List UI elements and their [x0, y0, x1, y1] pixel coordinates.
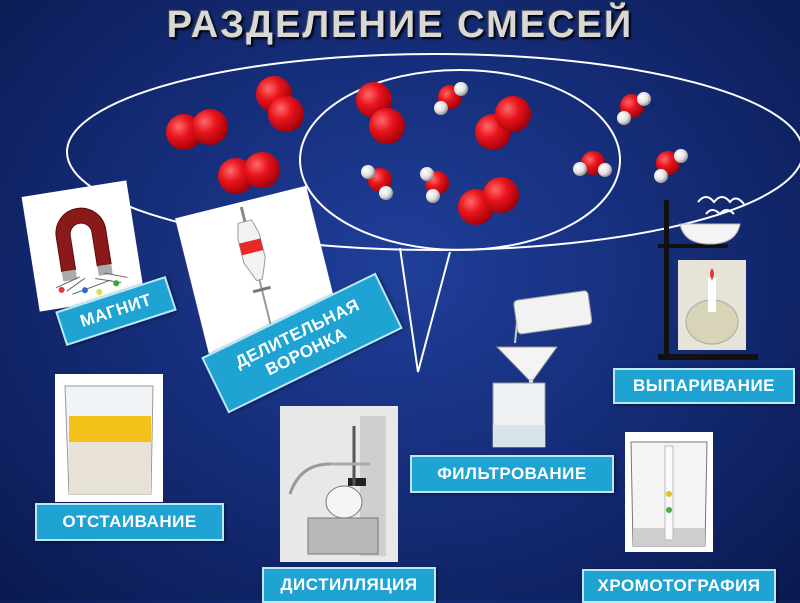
filtration-label: ФИЛЬТРОВАНИЕ: [410, 455, 614, 493]
filtration-icon: [492, 290, 593, 448]
chromatography-icon: [630, 441, 708, 547]
page-title: РАЗДЕЛЕНИЕ СМЕСЕЙ: [166, 4, 634, 46]
magnet-image: [21, 180, 145, 312]
evaporation-label: ВЫПАРИВАНИЕ: [613, 368, 795, 404]
distillation-image: [280, 406, 398, 562]
mixture-oval: [66, 53, 800, 251]
evaporation-icon: [658, 196, 758, 360]
distillation-label-text: ДИСТИЛЛЯЦИЯ: [280, 575, 418, 595]
red-particles: [166, 76, 531, 225]
distillation-label: ДИСТИЛЛЯЦИЯ: [262, 567, 436, 603]
filtration-label-text: ФИЛЬТРОВАНИЕ: [437, 464, 587, 484]
magnet-icon: [55, 207, 128, 296]
chromatography-label-text: ХРОМОТОГРАФИЯ: [597, 576, 761, 596]
evaporation-label-text: ВЫПАРИВАНИЕ: [632, 376, 775, 396]
settling-label: ОТСТАИВАНИЕ: [35, 503, 224, 541]
bubble-tail: [399, 247, 451, 373]
water-molecules: [361, 82, 688, 203]
evaporation-image: [658, 182, 768, 362]
separatory-funnel-icon: [237, 206, 273, 331]
settling-image: [55, 374, 163, 502]
chromatography-image: [625, 432, 713, 552]
chromatography-label: ХРОМОТОГРАФИЯ: [582, 569, 776, 603]
distillation-icon: [288, 416, 386, 556]
settling-label-text: ОТСТАИВАНИЕ: [62, 512, 197, 532]
inner-oval: [299, 69, 621, 251]
filtration-image: [485, 285, 600, 455]
settling-beaker-icon: [64, 385, 154, 495]
separatory-funnel-image: [175, 185, 340, 355]
